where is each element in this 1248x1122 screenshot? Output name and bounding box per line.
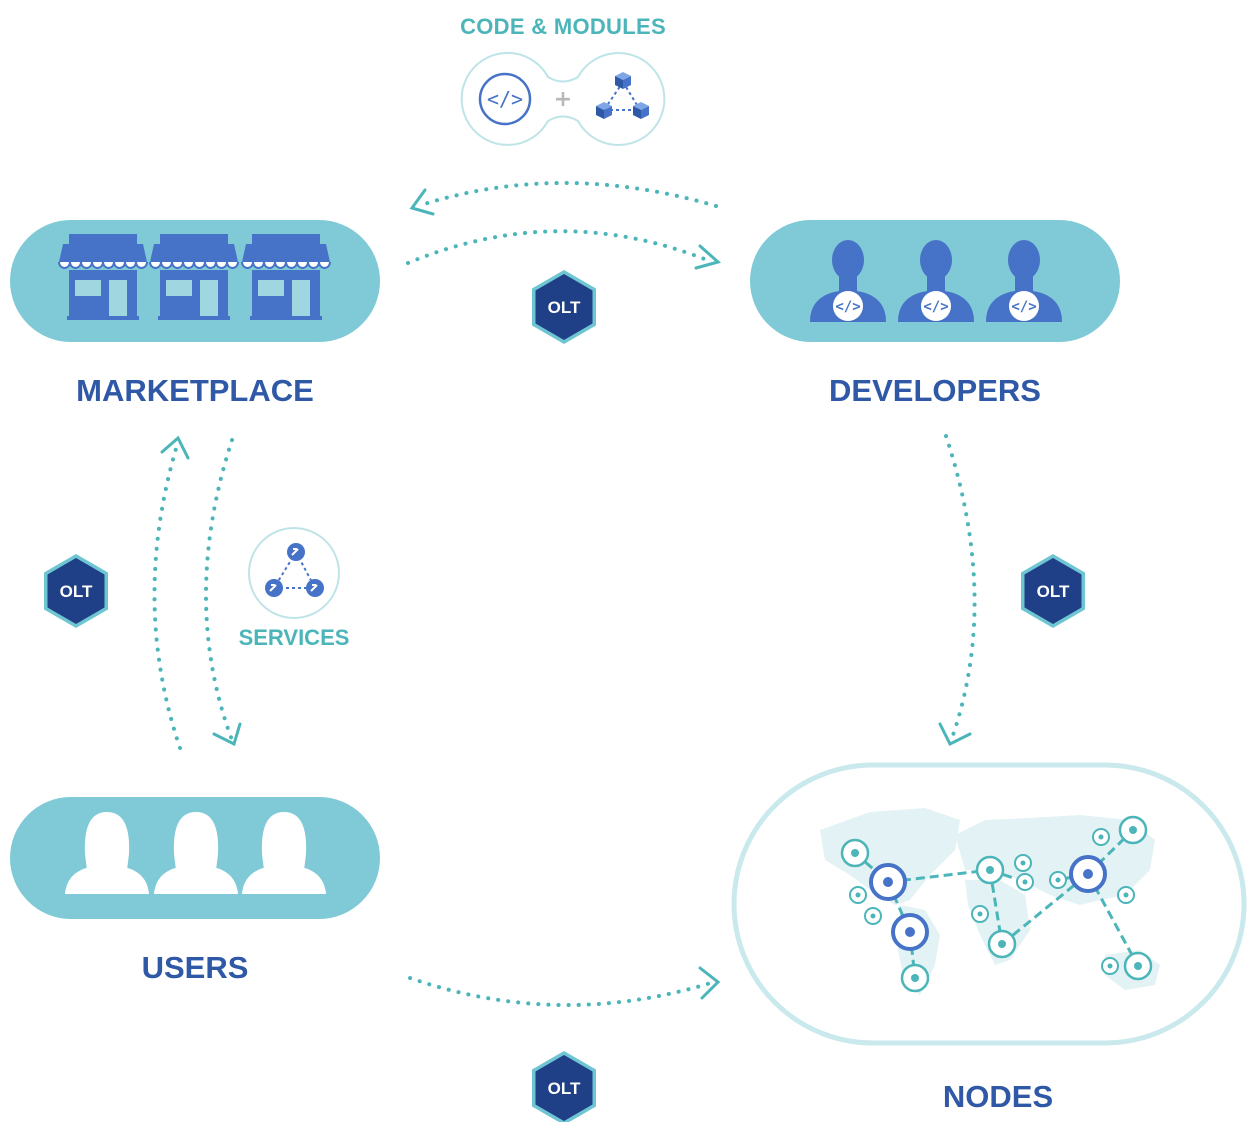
arrowhead-icon [698,966,721,1000]
developers-label: DEVELOPERS [829,373,1041,408]
olt-badge-text: OLT [548,1079,581,1098]
svg-text:</>: </> [487,87,523,111]
arrow-developers-to-nodes [944,434,977,740]
svg-text:+: + [554,87,572,112]
olt-badge-right: OLT [1021,554,1085,628]
arrow-marketplace-to-users [204,438,234,742]
storefront-icon [58,233,148,321]
olt-badge-text: OLT [548,298,581,317]
code-modules-icon: </> + [460,51,666,146]
olt-badge-bottom: OLT [532,1051,596,1122]
marketplace-pill [10,220,380,342]
olt-badge-text: OLT [1037,582,1070,601]
arrow-users-to-nodes [408,976,716,1007]
arrow-users-to-marketplace [152,440,182,750]
arrow-marketplace-to-developers [406,229,714,265]
code-brackets-icon: </> [478,72,532,126]
marketplace-label: MARKETPLACE [76,373,314,408]
developers-pill [750,220,1120,342]
storefront-icon [241,233,331,321]
olt-badge-left: OLT [44,554,108,628]
arrowhead-icon [409,188,435,216]
nodes-pill [731,762,1247,1046]
services-network-icon [248,527,340,619]
arrowhead-icon [938,722,972,747]
users-pill [10,797,380,919]
storefront-icon [149,233,239,321]
arrow-developers-to-marketplace [416,181,718,208]
code-modules-label: CODE & MODULES [460,14,666,39]
olt-badge-text: OLT [60,582,93,601]
olt-badge-top: OLT [532,270,596,344]
arrowhead-icon [212,722,242,747]
world-map-nodes-icon [820,808,1160,995]
users-label: USERS [142,950,249,985]
services-label: SERVICES [239,625,350,650]
arrowhead-icon [160,435,190,460]
nodes-label: NODES [943,1079,1053,1114]
arrowhead-icon [694,244,722,270]
modules-network-icon [596,72,649,119]
